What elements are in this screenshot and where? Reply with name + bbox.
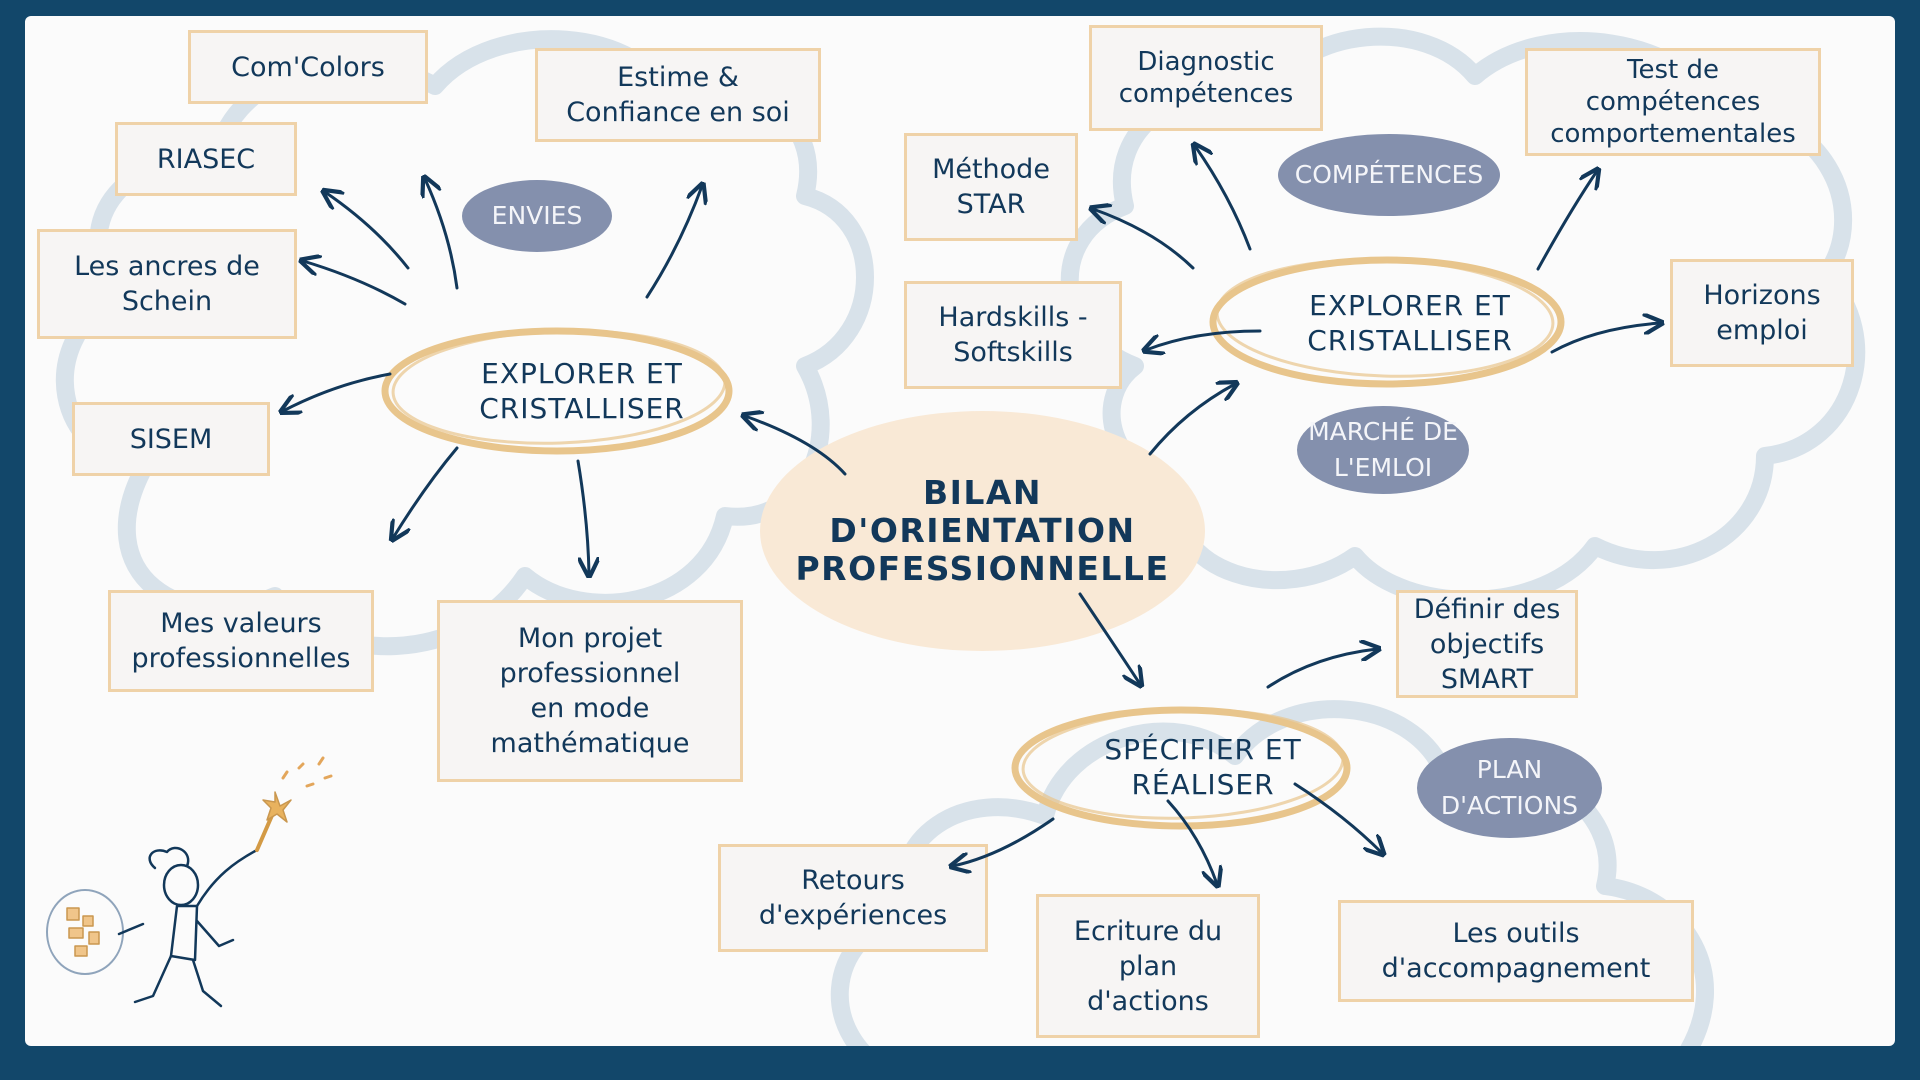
hub-plan-label: SPÉCIFIER ET RÉALISER [1104, 733, 1302, 801]
arrow-to-retours [953, 817, 1055, 866]
box-retours-experiences: Retours d'expériences [718, 844, 988, 952]
arrow-to-test [1536, 171, 1597, 271]
box-methode-star: Méthode STAR [904, 133, 1078, 241]
center-label: BILAN D'ORIENTATION PROFESSIONNELLE [795, 473, 1170, 588]
box-valeurs-pro-label: Mes valeurs professionnelles [131, 608, 351, 674]
box-retours-experiences-label: Retours d'expériences [758, 865, 948, 931]
box-projet-pro: Mon projet professionnel en mode mathéma… [437, 600, 743, 782]
mind-map-board: BILAN D'ORIENTATION PROFESSIONNELLE ENVI… [25, 16, 1895, 1046]
arrow-to-diagnostic [1195, 146, 1252, 251]
arrow-to-riasec [325, 192, 410, 270]
ring-competences [1209, 256, 1565, 388]
arrow-to-valeurs [393, 446, 459, 538]
arrow-center-to-competences [1148, 384, 1235, 456]
box-outils-accompagnement-label: Les outils d'accompagnement [1381, 918, 1651, 984]
box-valeurs-pro: Mes valeurs professionnelles [108, 590, 374, 692]
tag-plan-actions-label: PLAN D'ACTIONS [1440, 755, 1579, 820]
arrow-to-schein [303, 261, 407, 306]
tag-marche-emploi-label: MARCHÉ DE L'EMLOI [1308, 417, 1458, 482]
tag-competences-label: COMPÉTENCES [1294, 160, 1484, 189]
box-sisem-label: SISEM [129, 423, 213, 455]
hub-envies-label: EXPLORER ET CRISTALLISER [479, 357, 685, 425]
box-riasec: RIASEC [115, 122, 297, 196]
arrow-to-horizons [1550, 323, 1660, 354]
arrow-center-to-envies [745, 416, 847, 476]
box-ecriture-plan-label: Ecriture du plan d'actions [1073, 915, 1223, 1017]
arrow-to-comcolors [425, 179, 459, 290]
box-ecriture-plan: Ecriture du plan d'actions [1036, 894, 1260, 1038]
tag-plan-actions: PLAN D'ACTIONS [1417, 738, 1602, 838]
arrow-to-projet [576, 459, 589, 574]
ring-plan [1011, 706, 1351, 830]
box-comcolors: Com'Colors [188, 30, 428, 104]
tag-envies-label: ENVIES [491, 201, 583, 230]
box-sisem: SISEM [72, 402, 270, 476]
arrow-to-outils [1293, 782, 1382, 853]
box-objectifs-smart: Définir des objectifs SMART [1396, 590, 1578, 698]
box-estime-confiance: Estime & Confiance en soi [535, 48, 821, 142]
hub-competences: EXPLORER ET CRISTALLISER [1235, 278, 1585, 368]
box-horizons-emploi-label: Horizons emploi [1703, 280, 1821, 346]
arrow-to-sisem [283, 372, 392, 411]
arrow-center-to-plan [1078, 592, 1140, 684]
box-projet-pro-label: Mon projet professionnel en mode mathéma… [490, 623, 690, 759]
box-methode-star-label: Méthode STAR [932, 154, 1050, 220]
tag-competences: COMPÉTENCES [1278, 134, 1500, 216]
box-comcolors-label: Com'Colors [231, 51, 385, 83]
box-horizons-emploi: Horizons emploi [1670, 259, 1854, 367]
arrow-to-star [1093, 209, 1195, 270]
arrow-to-estime [645, 186, 702, 299]
connectors-layer [46, 16, 1895, 1008]
box-ancres-schein: Les ancres de Schein [37, 229, 297, 339]
box-riasec-label: RIASEC [156, 143, 256, 175]
hub-envies: EXPLORER ET CRISTALLISER [407, 346, 757, 436]
box-ancres-schein-label: Les ancres de Schein [74, 251, 260, 317]
box-hardskills-softskills: Hardskills - Softskills [904, 281, 1122, 389]
center-node: BILAN D'ORIENTATION PROFESSIONNELLE [760, 411, 1205, 651]
wizard-girl-with-wand-icon [46, 756, 333, 1008]
box-outils-accompagnement: Les outils d'accompagnement [1338, 900, 1694, 1002]
tag-marche-emploi: MARCHÉ DE L'EMLOI [1297, 406, 1469, 494]
box-estime-confiance-label: Estime & Confiance en soi [566, 62, 790, 128]
box-hardskills-softskills-label: Hardskills - Softskills [938, 302, 1088, 368]
arrow-to-ecriture [1166, 799, 1217, 884]
box-test-comportementales-label: Test de compétences comportementales [1550, 55, 1796, 149]
tag-envies: ENVIES [462, 180, 612, 252]
ring-envies [381, 327, 733, 455]
box-test-comportementales: Test de compétences comportementales [1525, 48, 1821, 156]
hub-plan: SPÉCIFIER ET RÉALISER [1033, 722, 1373, 812]
arrow-to-smart [1266, 649, 1377, 689]
arrow-to-hardskills [1146, 329, 1262, 350]
box-objectifs-smart-label: Définir des objectifs SMART [1413, 593, 1561, 695]
box-diagnostic-label: Diagnostic compétences [1118, 47, 1294, 109]
hub-competences-label: EXPLORER ET CRISTALLISER [1307, 289, 1513, 357]
box-diagnostic: Diagnostic compétences [1089, 25, 1323, 131]
